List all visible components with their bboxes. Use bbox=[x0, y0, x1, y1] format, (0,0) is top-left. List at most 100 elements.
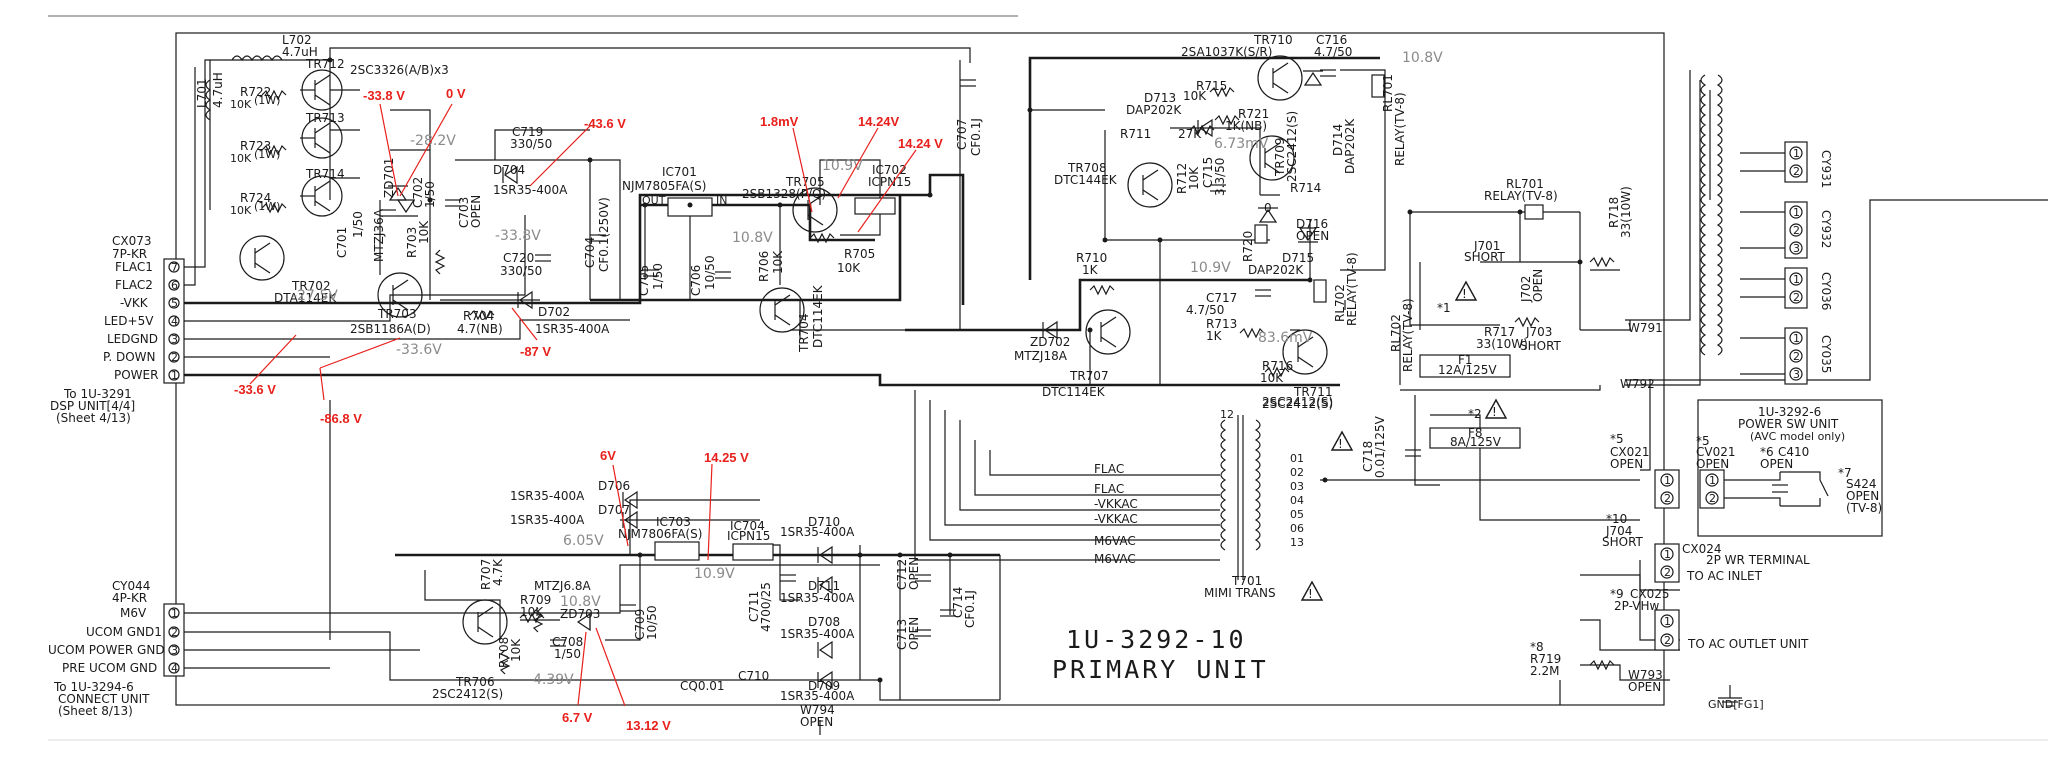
svg-text:1K: 1K bbox=[1082, 263, 1099, 277]
svg-text:MTZJ36A: MTZJ36A bbox=[372, 208, 386, 262]
svg-text:2: 2 bbox=[1793, 165, 1800, 178]
svg-text:!: ! bbox=[1338, 437, 1343, 451]
transistor-tr705 bbox=[792, 187, 838, 233]
cx073-pin-label: P. DOWN bbox=[103, 350, 156, 364]
svg-text:C709: C709 bbox=[633, 609, 647, 640]
cx073-pin-label: FLAC1 bbox=[115, 260, 153, 274]
svg-text:1: 1 bbox=[1664, 474, 1671, 487]
svg-text:R703: R703 bbox=[405, 227, 419, 258]
svg-text:2SB1328(P/Q): 2SB1328(P/Q) bbox=[742, 187, 826, 201]
measurement-label: 6V bbox=[600, 448, 616, 463]
svg-text:4: 4 bbox=[171, 315, 178, 328]
svg-text:NJM7805FA(S): NJM7805FA(S) bbox=[622, 179, 706, 193]
svg-text:ICPN15: ICPN15 bbox=[868, 175, 911, 189]
svg-text:IC701: IC701 bbox=[662, 165, 697, 179]
measurement-label: -87 V bbox=[520, 344, 551, 359]
svg-text:F8: F8 bbox=[1468, 426, 1483, 440]
svg-text:MTZJ6.8A: MTZJ6.8A bbox=[534, 579, 592, 593]
warning-triangle-icon: ! bbox=[1330, 430, 1354, 451]
svg-text:2SC2412(S): 2SC2412(S) bbox=[432, 687, 503, 701]
svg-text:R707: R707 bbox=[479, 559, 493, 590]
transistor-tr707 bbox=[1085, 309, 1131, 355]
svg-text:DAP202K: DAP202K bbox=[1126, 103, 1182, 117]
svg-text:2.2M: 2.2M bbox=[1530, 664, 1559, 678]
svg-text:33(10W): 33(10W) bbox=[1619, 186, 1633, 238]
svg-text:TR714: TR714 bbox=[305, 167, 345, 181]
unit-name-title: PRIMARY UNIT bbox=[1052, 655, 1269, 684]
svg-text:(1W): (1W) bbox=[254, 94, 280, 107]
passive-symbols bbox=[205, 55, 1742, 707]
svg-text:1SR35-400A: 1SR35-400A bbox=[780, 689, 855, 703]
svg-text:C704: C704 bbox=[583, 237, 597, 268]
svg-text:TR712: TR712 bbox=[305, 57, 345, 71]
svg-text:R718: R718 bbox=[1607, 197, 1621, 228]
svg-text:1/50: 1/50 bbox=[423, 181, 437, 208]
svg-text:RL702: RL702 bbox=[1333, 284, 1347, 322]
svg-text:2SA1037K(S/R): 2SA1037K(S/R) bbox=[1181, 45, 1272, 59]
cx073-pin: 4 LED+5V bbox=[104, 314, 180, 328]
title-block: 1U-3292-10 PRIMARY UNIT bbox=[1052, 625, 1269, 684]
svg-text:-VKKAC: -VKKAC bbox=[1094, 497, 1138, 511]
cx024-label: CX024 bbox=[1682, 542, 1722, 556]
svg-text:L701: L701 bbox=[195, 78, 209, 108]
svg-text:2SC3326(A/B)x3: 2SC3326(A/B)x3 bbox=[350, 63, 449, 77]
svg-text:1: 1 bbox=[171, 369, 178, 382]
svg-text:6: 6 bbox=[171, 279, 178, 292]
svg-text:D711: D711 bbox=[808, 579, 840, 593]
svg-text:10/50: 10/50 bbox=[645, 605, 659, 640]
svg-text:6.05V: 6.05V bbox=[563, 533, 604, 549]
svg-text:10K: 10K bbox=[1183, 89, 1207, 103]
cx073-pin-label: FLAC2 bbox=[115, 278, 153, 292]
svg-text:RELAY(TV-8): RELAY(TV-8) bbox=[1393, 92, 1407, 166]
measurement-annotations: -33.8 V 0 V -43.6 V 1.8mV 14.24V 14.24 V… bbox=[234, 86, 943, 733]
cy931-label: CY931 bbox=[1819, 150, 1833, 188]
svg-text:1SR35-400A: 1SR35-400A bbox=[510, 513, 585, 527]
cx073-pin-label: LED+5V bbox=[104, 314, 154, 328]
svg-text:10K: 10K bbox=[837, 261, 861, 275]
svg-text:OPEN: OPEN bbox=[1760, 457, 1793, 471]
transistor-tr711 bbox=[1282, 329, 1328, 375]
svg-text:33(10W): 33(10W) bbox=[1476, 337, 1528, 351]
svg-text:10K: 10K bbox=[771, 250, 785, 274]
svg-text:(1W): (1W) bbox=[254, 148, 280, 161]
svg-text:W793: W793 bbox=[1628, 668, 1663, 682]
svg-text:4.7uH: 4.7uH bbox=[211, 72, 225, 108]
measurement-label: 1.8mV bbox=[760, 114, 799, 129]
s424-label: S424 bbox=[1846, 477, 1877, 491]
svg-text:1SR35-400A: 1SR35-400A bbox=[510, 489, 585, 503]
power-sw-unit: 1U-3292-6 POWER SW UNIT (AVC model only)… bbox=[1696, 399, 1883, 537]
svg-text:RELAY(TV-8): RELAY(TV-8) bbox=[1401, 298, 1415, 372]
svg-text:TR711: TR711 bbox=[1293, 385, 1333, 399]
svg-text:-28.2V: -28.2V bbox=[410, 133, 456, 149]
svg-text:DTC114EK: DTC114EK bbox=[1042, 385, 1106, 399]
cy044-type: 4P-KR bbox=[112, 591, 147, 605]
svg-text:M6VAC: M6VAC bbox=[1094, 534, 1136, 548]
svg-text:ICPN15: ICPN15 bbox=[727, 529, 770, 543]
svg-text:(TV-8): (TV-8) bbox=[1846, 501, 1882, 515]
svg-text:C708: C708 bbox=[552, 635, 583, 649]
svg-text:R721: R721 bbox=[1238, 107, 1269, 121]
transistor-tr709 bbox=[1249, 135, 1295, 181]
wiring bbox=[184, 47, 2048, 735]
transistor-tr706 bbox=[462, 599, 508, 645]
svg-text:04: 04 bbox=[1290, 494, 1304, 507]
svg-text:1/50: 1/50 bbox=[351, 211, 365, 238]
svg-text:2SC2412(S): 2SC2412(S) bbox=[1262, 397, 1333, 411]
svg-text:02: 02 bbox=[1290, 466, 1304, 479]
fuse-f1 bbox=[1419, 354, 1511, 378]
svg-text:IC703: IC703 bbox=[656, 515, 691, 529]
svg-text:C710: C710 bbox=[738, 669, 769, 683]
measurement-label: -33.6 V bbox=[234, 382, 276, 397]
svg-text:330/50: 330/50 bbox=[500, 264, 542, 278]
cv021-label: CV021 bbox=[1696, 445, 1736, 459]
svg-text:3: 3 bbox=[171, 333, 178, 346]
svg-text:R722: R722 bbox=[240, 85, 271, 99]
svg-text:R713: R713 bbox=[1206, 317, 1237, 331]
svg-text:05: 05 bbox=[1290, 508, 1304, 521]
svg-text:10K: 10K bbox=[520, 605, 544, 619]
svg-text:4.7/50: 4.7/50 bbox=[1186, 303, 1224, 317]
svg-text:1: 1 bbox=[171, 607, 178, 620]
svg-text:SHORT: SHORT bbox=[1520, 339, 1562, 353]
svg-text:D709: D709 bbox=[808, 679, 840, 693]
cy035-label: CY035 bbox=[1819, 335, 1833, 373]
